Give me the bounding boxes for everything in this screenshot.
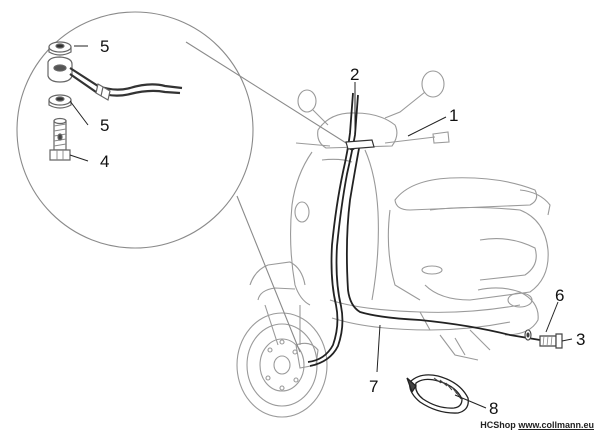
callout-1: 1 (449, 106, 458, 125)
callout-3: 3 (576, 330, 585, 349)
callout-5-top: 5 (100, 37, 109, 56)
part-6-washer (524, 329, 532, 341)
callout-4: 4 (100, 152, 109, 171)
callout-2: 2 (350, 65, 359, 84)
banjo-bolt-detail (47, 41, 183, 161)
part-8-clamp (406, 374, 469, 414)
callout-8: 8 (489, 399, 498, 418)
leader-lines (69, 45, 573, 409)
callout-5-bottom: 5 (100, 116, 109, 135)
footer-shop: HCShop (480, 420, 516, 430)
part-3-bolt (539, 333, 563, 349)
master-cylinder (345, 139, 375, 150)
callout-7: 7 (369, 377, 378, 396)
brake-hoses (307, 92, 541, 367)
callout-6: 6 (555, 286, 564, 305)
footer-credit: HCShop www.collmann.eu (480, 420, 594, 430)
scooter-outline (236, 70, 551, 418)
footer-site-link[interactable]: www.collmann.eu (518, 420, 594, 430)
detail-magnifier (16, 11, 355, 353)
